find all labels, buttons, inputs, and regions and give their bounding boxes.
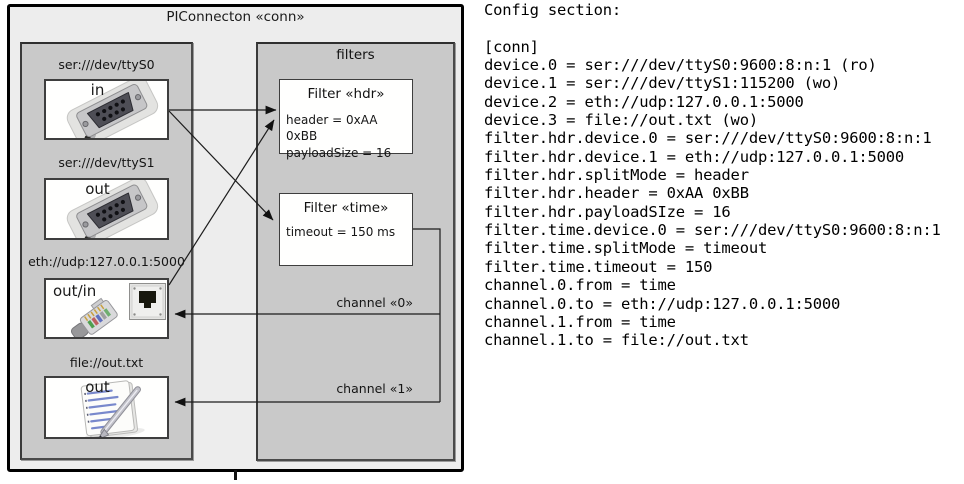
bottom-border-tick (234, 470, 237, 480)
ethernet-connector-icon (70, 283, 166, 337)
diagram-title: PIConnecton «conn» (166, 9, 305, 25)
filter-title: Filter «time» (303, 200, 389, 216)
filter-property: payloadSize = 16 (286, 145, 392, 160)
channel-0-label: channel «0» (336, 295, 413, 310)
filter-property: timeout = 150 ms (286, 225, 396, 239)
ethernet-plug-icon (70, 297, 118, 337)
filter-hdr-box: Filter «hdr» header = 0xAA 0xBB payloadS… (279, 79, 413, 160)
notepad-icon (80, 380, 145, 437)
filters-group-title: filters (336, 47, 375, 63)
device-box-ttys0: in (44, 79, 169, 140)
device-mode-label: in (90, 81, 105, 99)
device-url-label-ttys1: ser:///dev/ttyS1 (58, 155, 155, 170)
device-box-ttys1: out (44, 178, 169, 240)
serial-connector-icon (66, 81, 159, 138)
serial-connector-icon (66, 180, 159, 238)
device-box-eth: out/in (44, 278, 169, 339)
filter-property: header = 0xAA 0xBB (286, 113, 378, 144)
device-mode-label: out (85, 180, 110, 198)
ethernet-port-icon (129, 283, 166, 320)
device-box-file: out (44, 376, 169, 439)
device-url-label-eth: eth://udp:127.0.0.1:5000 (28, 254, 185, 269)
device-mode-label: out (85, 378, 110, 396)
filter-time-box: Filter «time» timeout = 150 ms (279, 193, 413, 266)
filter-title: Filter «hdr» (307, 86, 385, 102)
device-url-label-file: file://out.txt (69, 355, 144, 370)
channel-1-label: channel «1» (336, 381, 413, 396)
config-section-text: Config section: [conn] device.0 = ser://… (484, 1, 941, 350)
device-url-label-ttys0: ser:///dev/ttyS0 (58, 57, 155, 72)
device-mode-label: out/in (53, 282, 97, 300)
